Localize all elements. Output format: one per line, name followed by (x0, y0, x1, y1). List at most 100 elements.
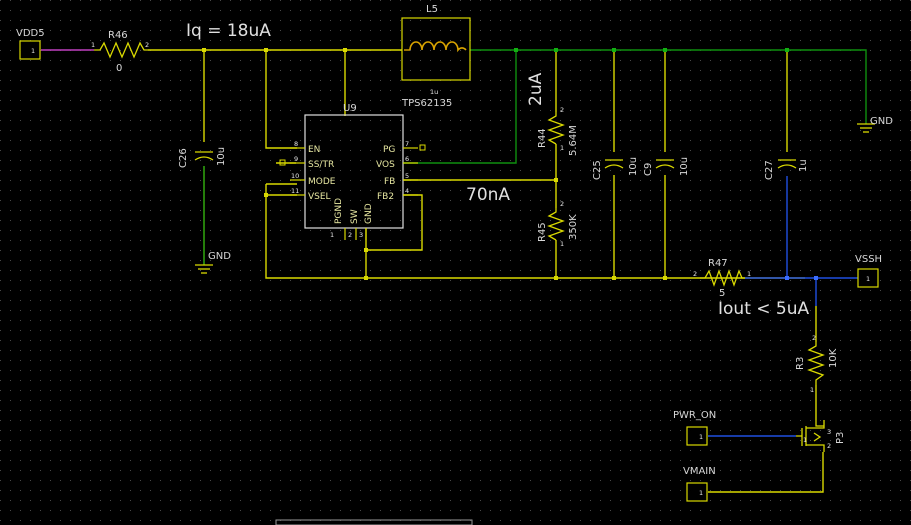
wire-en[interactable] (265, 50, 297, 149)
svg-text:10u: 10u (216, 147, 227, 166)
svg-text:1u: 1u (430, 88, 438, 96)
svg-text:2: 2 (693, 270, 697, 278)
svg-text:10: 10 (291, 172, 299, 180)
svg-text:9: 9 (294, 155, 298, 163)
svg-text:GND: GND (208, 251, 231, 262)
svg-text:2: 2 (145, 41, 149, 49)
svg-text:3: 3 (827, 428, 831, 436)
svg-text:PWR_ON: PWR_ON (673, 410, 716, 421)
svg-text:6: 6 (405, 155, 409, 163)
capacitor-c26[interactable]: C26 10u (178, 147, 227, 168)
svg-text:C9: C9 (643, 163, 654, 176)
svg-text:1u: 1u (798, 159, 809, 172)
svg-text:VSEL: VSEL (308, 192, 331, 202)
wire-r3-mosfet[interactable] (708, 306, 824, 493)
svg-text:PG: PG (383, 145, 395, 155)
mosfet-p3[interactable]: P3 1 3 2 (796, 420, 846, 452)
current-2ua-annotation: 2uA (526, 72, 546, 106)
current-70na-annotation: 70nA (466, 185, 510, 205)
svg-text:2: 2 (827, 442, 831, 450)
svg-text:4: 4 (405, 187, 409, 195)
resistor-r46[interactable]: R46 0 1 2 (91, 30, 149, 74)
svg-text:5: 5 (405, 172, 409, 180)
svg-text:1: 1 (866, 275, 870, 283)
svg-text:1: 1 (810, 386, 814, 394)
svg-text:11: 11 (291, 187, 299, 195)
svg-text:MODE: MODE (308, 177, 336, 187)
svg-text:U9: U9 (343, 103, 357, 114)
svg-text:PGND: PGND (334, 198, 344, 224)
ic-u9[interactable]: U9 EN SS/TR MODE VSEL 8 9 10 11 PG VOS F… (279, 103, 426, 240)
svg-text:0: 0 (116, 63, 122, 74)
svg-text:GND: GND (870, 116, 893, 127)
port-vdd5[interactable]: 1 VDD5 (16, 28, 45, 60)
svg-text:1: 1 (699, 433, 703, 441)
svg-text:SW: SW (350, 209, 360, 224)
port-vssh[interactable]: 1 VSSH (855, 254, 882, 288)
svg-text:1: 1 (330, 231, 334, 239)
capacitor-c25[interactable]: C25 10u (592, 157, 639, 180)
svg-text:P3: P3 (835, 432, 846, 444)
wires (41, 49, 867, 493)
svg-text:VMAIN: VMAIN (683, 466, 716, 477)
resistor-r3[interactable]: R3 10K 2 1 (795, 334, 839, 394)
svg-text:R44: R44 (537, 128, 548, 148)
iq-annotation: Iq = 18uA (186, 21, 271, 41)
port-pwr-on[interactable]: 1 PWR_ON (673, 410, 716, 446)
svg-text:R3: R3 (795, 357, 806, 370)
wire-output[interactable] (470, 49, 867, 124)
svg-text:10u: 10u (628, 157, 639, 176)
resistor-r47[interactable]: R47 5 2 1 (693, 258, 751, 299)
inductor-l5[interactable]: L5 TPS62135 1u (401, 4, 471, 109)
ground-left: GND (195, 251, 231, 274)
svg-text:R45: R45 (537, 222, 548, 242)
svg-text:2: 2 (560, 106, 564, 114)
svg-text:VOS: VOS (376, 160, 395, 170)
svg-text:L5: L5 (426, 4, 438, 15)
svg-text:VDD5: VDD5 (16, 28, 45, 39)
svg-text:2: 2 (560, 200, 564, 208)
svg-text:2: 2 (348, 231, 352, 239)
port-vmain[interactable]: 1 VMAIN (683, 466, 716, 502)
svg-text:FB: FB (384, 177, 395, 187)
resistor-r45[interactable]: R45 350K 2 1 (537, 200, 579, 248)
bottom-frame-edge (275, 519, 473, 525)
capacitor-c9[interactable]: C9 10u (643, 157, 690, 176)
svg-text:2: 2 (812, 334, 816, 342)
svg-text:EN: EN (308, 145, 320, 155)
current-iout-annotation: Iout < 5uA (718, 299, 809, 319)
svg-text:1: 1 (560, 144, 564, 152)
svg-text:7: 7 (405, 140, 409, 148)
svg-text:C26: C26 (178, 148, 189, 168)
svg-text:10u: 10u (679, 157, 690, 176)
svg-text:R47: R47 (708, 258, 728, 269)
svg-text:350K: 350K (568, 214, 579, 240)
svg-text:8: 8 (294, 140, 298, 148)
svg-text:1: 1 (803, 436, 807, 444)
wire-ground-bus[interactable] (265, 184, 805, 279)
ground-right: GND (857, 116, 893, 133)
svg-text:1: 1 (91, 41, 95, 49)
junctions-green (514, 48, 789, 52)
svg-text:5: 5 (719, 288, 725, 299)
svg-text:C27: C27 (764, 160, 775, 180)
svg-text:VSSH: VSSH (855, 254, 882, 265)
svg-text:C25: C25 (592, 160, 603, 180)
svg-text:R46: R46 (108, 30, 128, 41)
svg-text:1: 1 (560, 240, 564, 248)
svg-text:5.64M: 5.64M (568, 125, 579, 156)
svg-text:1: 1 (699, 489, 703, 497)
wire-vos[interactable] (403, 50, 517, 164)
svg-text:SS/TR: SS/TR (308, 160, 334, 170)
svg-text:GND: GND (364, 203, 374, 224)
svg-text:TPS62135: TPS62135 (401, 98, 452, 109)
junctions (202, 48, 667, 280)
junctions-blue (785, 276, 818, 280)
svg-text:3: 3 (359, 231, 363, 239)
svg-text:1: 1 (31, 47, 35, 55)
resistor-r44[interactable]: R44 5.64M 2 1 (537, 106, 579, 156)
svg-text:FB2: FB2 (377, 192, 394, 202)
capacitor-c27[interactable]: C27 1u (764, 159, 809, 180)
